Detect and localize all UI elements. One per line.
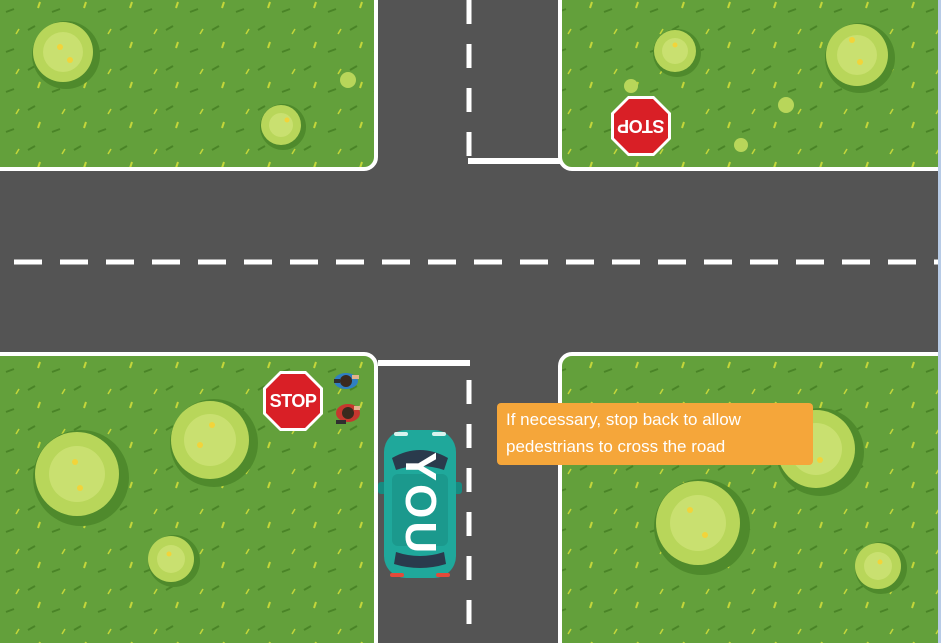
bush bbox=[260, 104, 306, 150]
player-car[interactable]: YOU bbox=[376, 428, 464, 580]
bush bbox=[33, 430, 129, 526]
stop-line-top bbox=[468, 158, 560, 164]
bush bbox=[170, 399, 258, 487]
bush bbox=[32, 21, 100, 89]
bush bbox=[825, 23, 895, 93]
bush bbox=[855, 542, 907, 594]
grass-block-bottom-right bbox=[560, 354, 941, 643]
car-label-wrap: YOU bbox=[376, 428, 464, 580]
hint-line-2: pedestrians to cross the road bbox=[506, 433, 809, 460]
hint-tooltip: If necessary, stop back to allow pedestr… bbox=[497, 403, 813, 465]
car-label: YOU bbox=[395, 452, 445, 556]
stop-sign-label: STOP bbox=[262, 370, 324, 432]
bush bbox=[653, 29, 701, 77]
bush bbox=[654, 479, 750, 575]
hint-line-1: If necessary, stop back to allow bbox=[506, 406, 809, 433]
bush bbox=[340, 72, 356, 88]
bush bbox=[148, 535, 200, 587]
stop-sign-top: STOP bbox=[610, 95, 672, 157]
stop-line-bottom bbox=[378, 360, 470, 366]
stop-sign-label: STOP bbox=[610, 95, 672, 157]
stop-sign-bottom: STOP bbox=[262, 370, 324, 432]
